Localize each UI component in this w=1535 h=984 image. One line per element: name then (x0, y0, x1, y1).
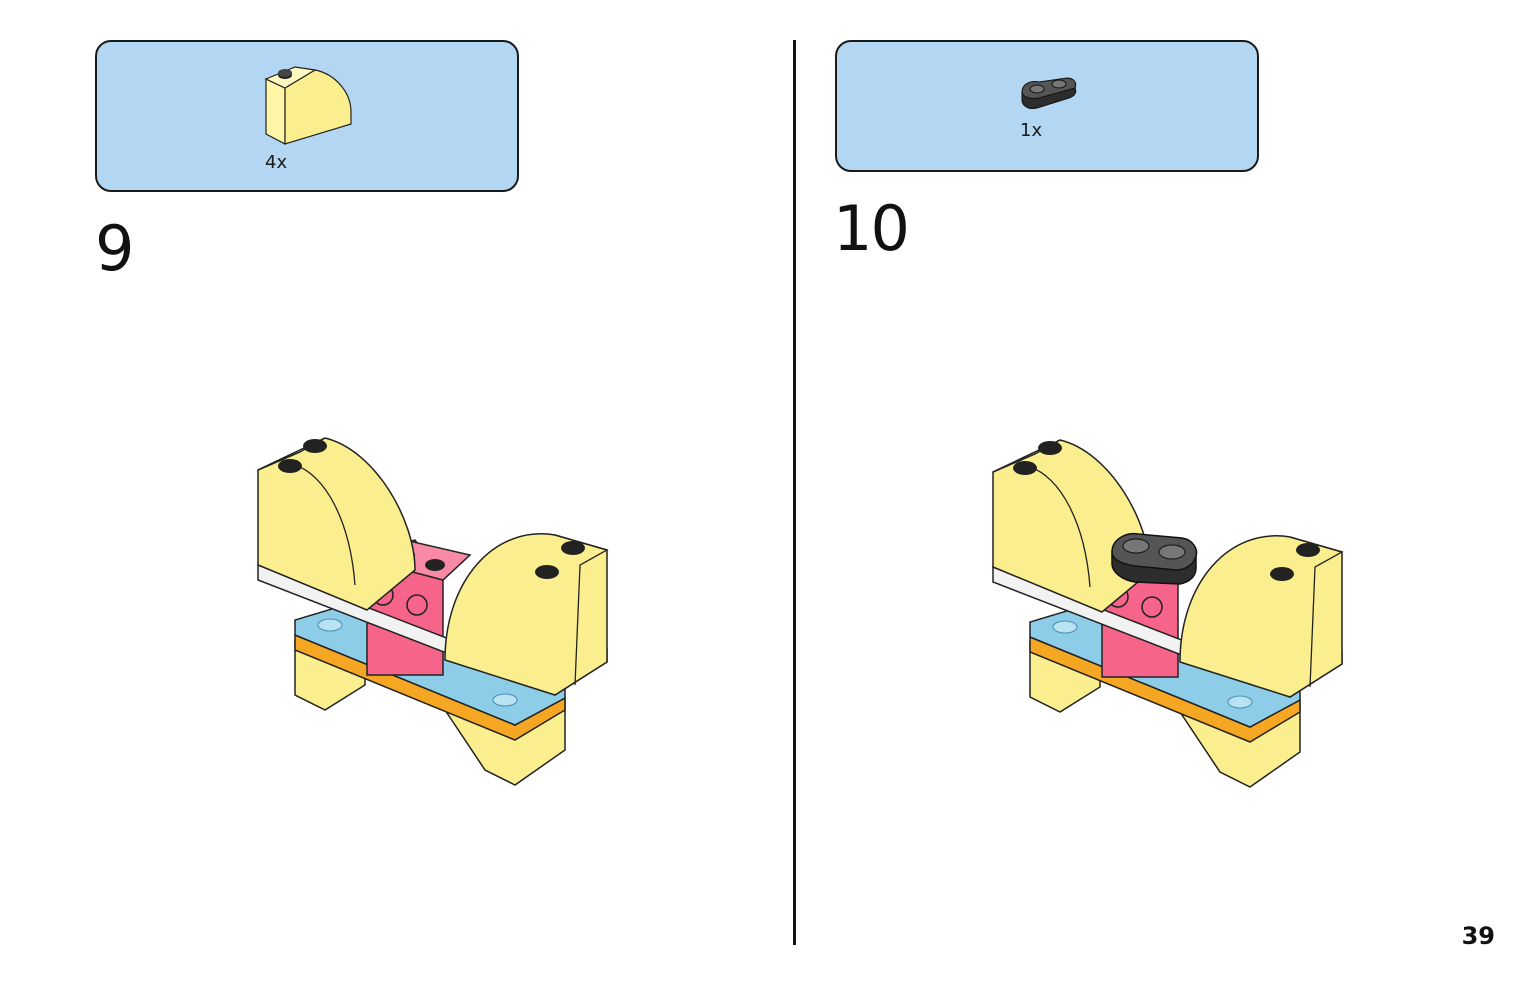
step-number: 10 (833, 192, 910, 265)
step-9-model-illustration (257, 437, 609, 786)
part-quantity: 4x (265, 152, 288, 173)
part-quantity: 1x (1020, 120, 1043, 141)
page-divider (793, 40, 796, 945)
dark-grey-plate-icon (1021, 77, 1077, 109)
step-number: 9 (95, 212, 134, 285)
yellow-curved-brick-icon (264, 66, 352, 145)
parts-list-step-10: 1x (835, 40, 1259, 172)
step-10-model-illustration (992, 439, 1344, 788)
page-number: 39 (1461, 922, 1495, 950)
parts-list-step-9: 4x (95, 40, 519, 192)
